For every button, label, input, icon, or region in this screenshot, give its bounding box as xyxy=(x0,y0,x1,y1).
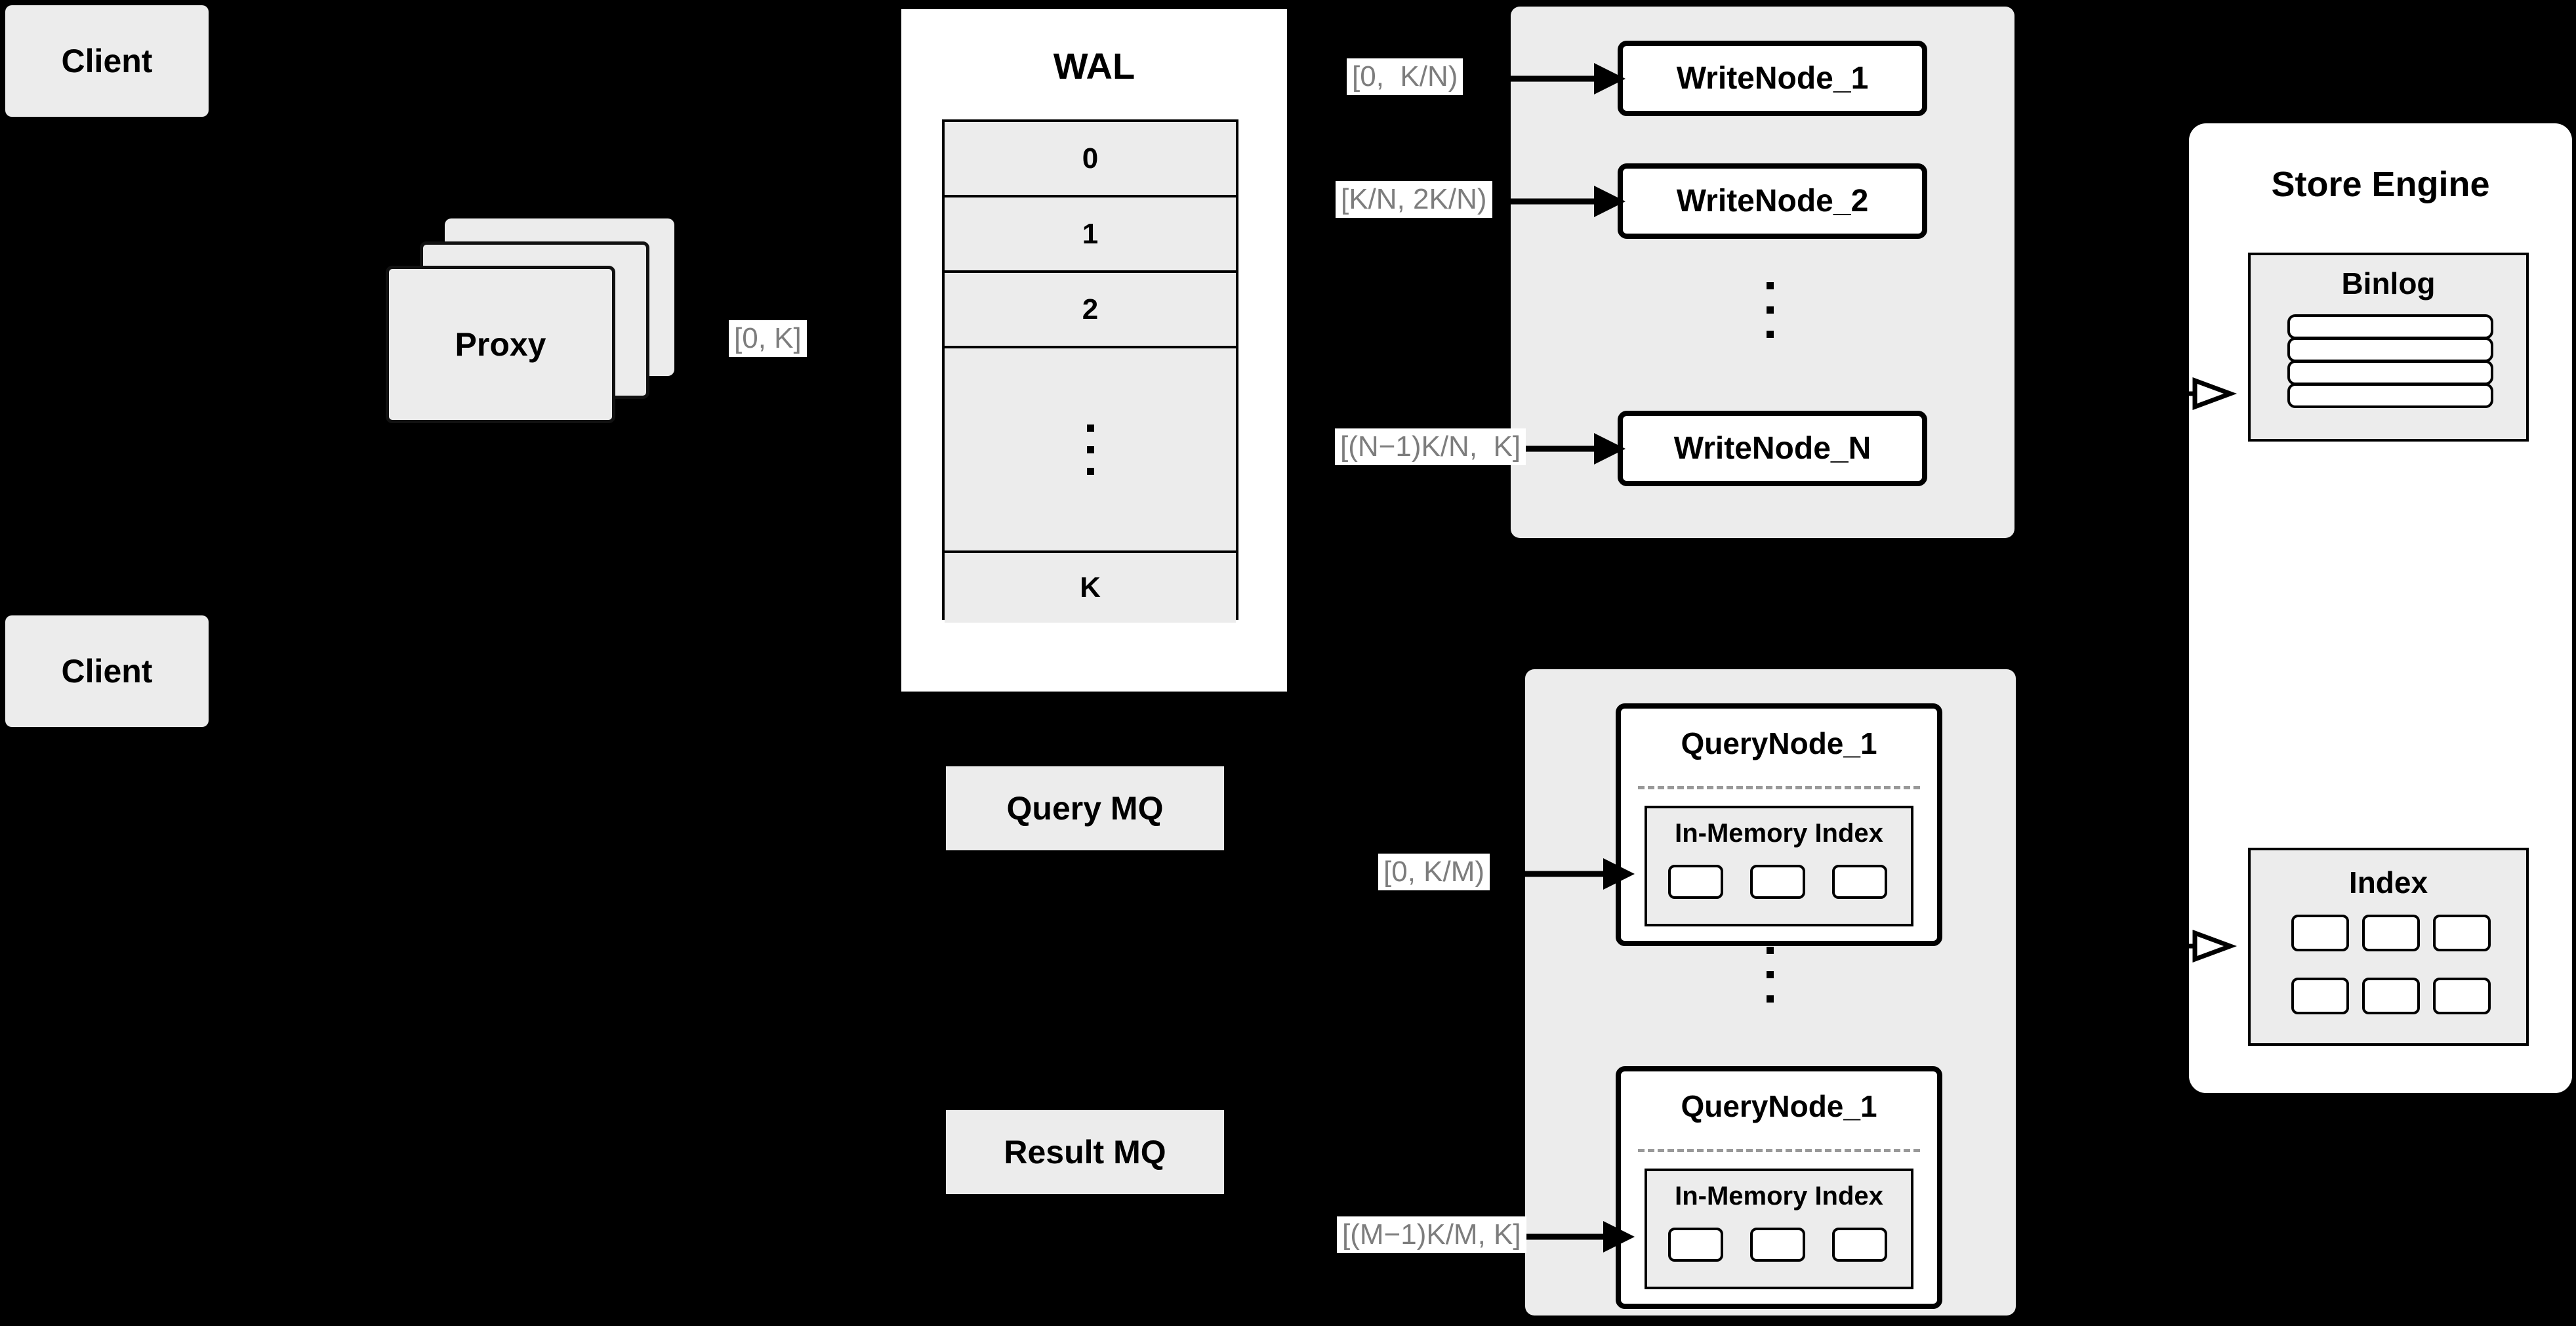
ellipsis-dot-icon xyxy=(1767,331,1774,338)
query-mq-box[interactable]: Query MQ xyxy=(946,766,1224,850)
store-engine-title: Store Engine xyxy=(2271,165,2490,204)
ellipsis-dot-icon xyxy=(1767,282,1774,289)
query-node-m-separator xyxy=(1638,1149,1920,1152)
write-node-n-label: WriteNode_N xyxy=(1673,431,1871,466)
query-node-m-inmemory-index-title: In-Memory Index xyxy=(1675,1182,1883,1211)
index-section-title: Index xyxy=(2348,865,2428,900)
binlog-bar xyxy=(2287,383,2493,408)
index-chip xyxy=(1832,865,1887,899)
proxy-box[interactable]: Proxy xyxy=(386,266,615,423)
ellipsis-dot-icon xyxy=(1086,445,1094,453)
query-node-1[interactable]: QueryNode_1 In-Memory Index xyxy=(1616,703,1942,946)
result-mq-label: Result MQ xyxy=(1004,1134,1166,1171)
write-node-2-label: WriteNode_2 xyxy=(1676,184,1869,218)
query-cluster-ellipsis xyxy=(1767,947,1774,1003)
query-node-1-inmemory-index: In-Memory Index xyxy=(1645,806,1913,926)
edge-label-wal-to-write-n: [(N−1)K/N, K] xyxy=(1335,428,1526,465)
binlog-title: Binlog xyxy=(2341,266,2436,300)
binlog-section: Binlog xyxy=(2248,253,2529,442)
write-node-2[interactable]: WriteNode_2 xyxy=(1618,163,1927,239)
query-node-m[interactable]: QueryNode_1 In-Memory Index xyxy=(1616,1066,1942,1309)
client-label-1: Client xyxy=(61,43,153,79)
client-box-2[interactable]: Client xyxy=(5,615,209,727)
query-node-1-inmemory-index-title: In-Memory Index xyxy=(1675,819,1883,848)
index-chip xyxy=(2433,978,2491,1014)
write-node-n[interactable]: WriteNode_N xyxy=(1618,411,1927,486)
write-cluster-ellipsis xyxy=(1767,282,1774,338)
proxy-label: Proxy xyxy=(455,326,546,363)
binlog-bar xyxy=(2287,314,2493,339)
wal-entry-k: K xyxy=(1080,571,1101,604)
wal-row-1[interactable]: 1 xyxy=(945,197,1236,273)
client-box-1[interactable]: Client xyxy=(5,5,209,117)
edge-label-client-to-proxy: [0, K] xyxy=(729,320,807,357)
query-mq-label: Query MQ xyxy=(1006,790,1164,827)
index-chip xyxy=(2291,978,2349,1014)
arrow-to-binlog xyxy=(2165,377,2238,411)
wal-table: 0 1 2 K xyxy=(942,119,1238,623)
ellipsis-dot-icon xyxy=(1767,971,1774,978)
wal-row-2[interactable]: 2 xyxy=(945,273,1236,348)
wal-row-0[interactable]: 0 xyxy=(945,122,1236,197)
ellipsis-dot-icon xyxy=(1767,306,1774,314)
wal-entry-0: 0 xyxy=(1082,142,1099,175)
result-mq-box[interactable]: Result MQ xyxy=(946,1110,1224,1194)
edge-label-wal-to-write-1: [0, K/N) xyxy=(1347,58,1463,95)
query-node-m-title: QueryNode_1 xyxy=(1681,1089,1877,1123)
index-chip xyxy=(2291,915,2349,951)
wal-title: WAL xyxy=(1053,45,1135,87)
write-node-1-label: WriteNode_1 xyxy=(1676,61,1869,96)
wal-entry-1: 1 xyxy=(1082,217,1099,250)
index-chip xyxy=(1668,1228,1723,1262)
write-node-1[interactable]: WriteNode_1 xyxy=(1618,41,1927,116)
query-node-1-title: QueryNode_1 xyxy=(1681,726,1877,760)
query-node-m-inmemory-index: In-Memory Index xyxy=(1645,1169,1913,1289)
edge-label-mq-to-query-m: [(M−1)K/M, K] xyxy=(1337,1216,1526,1253)
ellipsis-dot-icon xyxy=(1086,467,1094,475)
wal-entry-2: 2 xyxy=(1082,293,1099,325)
index-chip xyxy=(1750,1228,1805,1262)
index-chip xyxy=(1668,865,1723,899)
edge-label-wal-to-write-2: [K/N, 2K/N) xyxy=(1336,181,1492,218)
binlog-bar xyxy=(2287,337,2493,362)
binlog-bar xyxy=(2287,360,2493,385)
index-chip xyxy=(1832,1228,1887,1262)
index-chip xyxy=(1750,865,1805,899)
ellipsis-dot-icon xyxy=(1086,424,1094,432)
arrow-to-index xyxy=(2165,929,2238,963)
index-section: Index xyxy=(2248,848,2529,1046)
index-chip xyxy=(2362,915,2420,951)
wal-row-k[interactable]: K xyxy=(945,553,1236,623)
index-chip xyxy=(2362,978,2420,1014)
edge-label-mq-to-query-1: [0, K/M) xyxy=(1378,854,1490,890)
ellipsis-dot-icon xyxy=(1767,995,1774,1003)
query-node-1-separator xyxy=(1638,786,1920,789)
index-chip xyxy=(2433,915,2491,951)
wal-row-ellipsis xyxy=(945,348,1236,553)
client-label-2: Client xyxy=(61,653,153,690)
ellipsis-dot-icon xyxy=(1767,947,1774,954)
